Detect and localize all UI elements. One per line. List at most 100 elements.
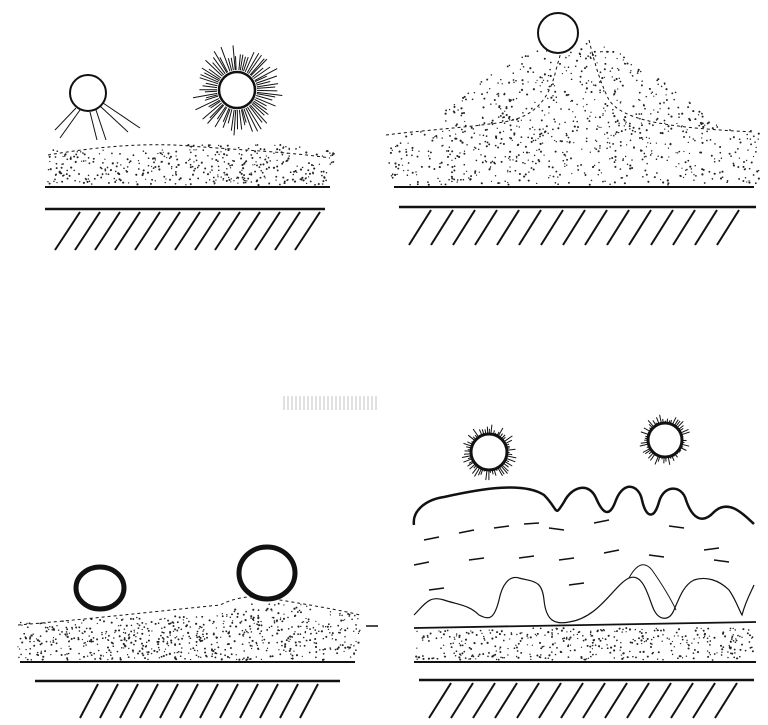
deposit-dot bbox=[136, 181, 137, 182]
deposit-dot bbox=[471, 631, 473, 633]
deposit-dot bbox=[556, 647, 558, 649]
deposit-dot bbox=[257, 615, 259, 617]
deposit-dot bbox=[668, 107, 670, 109]
deposit-dot bbox=[694, 649, 696, 651]
deposit-dot bbox=[516, 646, 518, 648]
deposit-dot bbox=[522, 83, 523, 84]
deposit-dot bbox=[491, 122, 493, 124]
deposit-dot bbox=[585, 92, 586, 93]
hatch-line bbox=[431, 210, 453, 245]
deposit-dot bbox=[331, 162, 333, 164]
deposit-dot bbox=[645, 156, 647, 158]
deposit-dot bbox=[750, 138, 751, 139]
deposit-dot bbox=[308, 618, 310, 620]
deposit-dot bbox=[512, 159, 513, 160]
deposit-dot bbox=[625, 123, 626, 124]
deposit-dot bbox=[629, 165, 631, 167]
deposit-dot bbox=[88, 178, 89, 179]
deposit-dot bbox=[570, 644, 571, 645]
deposit-dot bbox=[88, 157, 90, 159]
deposit-dot bbox=[515, 80, 517, 82]
deposit-dot bbox=[116, 618, 117, 619]
deposit-dot bbox=[732, 628, 733, 629]
deposit-dot bbox=[550, 62, 552, 64]
deposit-dot bbox=[719, 171, 720, 172]
deposit-dot bbox=[685, 174, 686, 175]
deposit-dot bbox=[656, 119, 658, 121]
deposit-dot bbox=[523, 66, 525, 68]
deposit-dot bbox=[577, 634, 578, 635]
deposit-dot bbox=[630, 70, 631, 71]
deposit-dot bbox=[741, 644, 743, 646]
deposit-dot bbox=[117, 651, 119, 653]
deposit-dot bbox=[263, 148, 265, 150]
deposit-dot bbox=[243, 174, 245, 176]
deposit-dot bbox=[646, 129, 648, 131]
deposit-dot bbox=[395, 166, 397, 168]
deposit-dot bbox=[211, 170, 212, 171]
deposit-dot bbox=[266, 161, 267, 162]
deposit-dot bbox=[323, 626, 324, 627]
deposit-dot bbox=[88, 635, 90, 637]
deposit-dot bbox=[341, 615, 343, 617]
deposit-dot bbox=[344, 629, 346, 631]
deposit-dot bbox=[200, 637, 202, 639]
deposit-dot bbox=[249, 636, 251, 638]
deposit-dot bbox=[178, 627, 180, 629]
deposit-dot bbox=[159, 657, 160, 658]
deposit-dot bbox=[451, 646, 453, 648]
deposit-dot bbox=[433, 168, 435, 170]
deposit-dot bbox=[646, 163, 648, 165]
deposit-dot bbox=[281, 629, 283, 631]
deposit-dot bbox=[89, 181, 91, 183]
deposit-dot bbox=[566, 637, 568, 639]
deposit-dot bbox=[53, 641, 55, 643]
deposit-dot bbox=[475, 658, 476, 659]
panel-a-dots bbox=[47, 144, 335, 186]
deposit-dot bbox=[306, 622, 308, 624]
deposit-dot bbox=[491, 629, 493, 631]
deposit-dot bbox=[625, 129, 627, 131]
deposit-dot bbox=[499, 633, 501, 635]
deposit-dot bbox=[440, 631, 442, 633]
deposit-dot bbox=[271, 610, 272, 611]
deposit-dot bbox=[260, 621, 261, 622]
deposit-dot bbox=[167, 152, 169, 154]
deposit-dot bbox=[293, 608, 295, 610]
deposit-dot bbox=[297, 626, 299, 628]
deposit-dot bbox=[154, 157, 156, 159]
deposit-dot bbox=[305, 632, 307, 634]
deposit-dot bbox=[417, 183, 419, 185]
deposit-dot bbox=[687, 129, 688, 130]
deposit-dot bbox=[733, 164, 735, 166]
deposit-dot bbox=[225, 630, 227, 632]
deposit-dot bbox=[163, 632, 165, 634]
deposit-dot bbox=[204, 651, 206, 653]
deposit-dot bbox=[282, 154, 284, 156]
deposit-dot bbox=[550, 75, 552, 77]
deposit-dot bbox=[213, 177, 215, 179]
deposit-dot bbox=[162, 149, 163, 150]
deposit-dot bbox=[599, 127, 600, 128]
deposit-dot bbox=[620, 81, 622, 83]
deposit-dot bbox=[262, 163, 264, 165]
deposit-dot bbox=[689, 102, 691, 104]
deposit-dot bbox=[167, 637, 168, 638]
deposit-dot bbox=[323, 638, 325, 640]
deposit-dot bbox=[297, 611, 299, 613]
deposit-dot bbox=[712, 659, 714, 661]
deposit-dot bbox=[599, 92, 601, 94]
deposit-dot bbox=[593, 84, 594, 85]
deposit-dot bbox=[456, 155, 458, 157]
deposit-dot bbox=[597, 125, 598, 126]
deposit-dot bbox=[254, 164, 255, 165]
deposit-dot bbox=[568, 66, 570, 68]
deposit-dot bbox=[658, 651, 660, 653]
deposit-dot bbox=[411, 154, 413, 156]
deposit-dot bbox=[217, 176, 218, 177]
deposit-dot bbox=[332, 632, 334, 634]
deposit-dot bbox=[73, 637, 75, 639]
deposit-dot bbox=[701, 628, 702, 629]
deposit-dot bbox=[234, 640, 236, 642]
deposit-dot bbox=[198, 165, 200, 167]
